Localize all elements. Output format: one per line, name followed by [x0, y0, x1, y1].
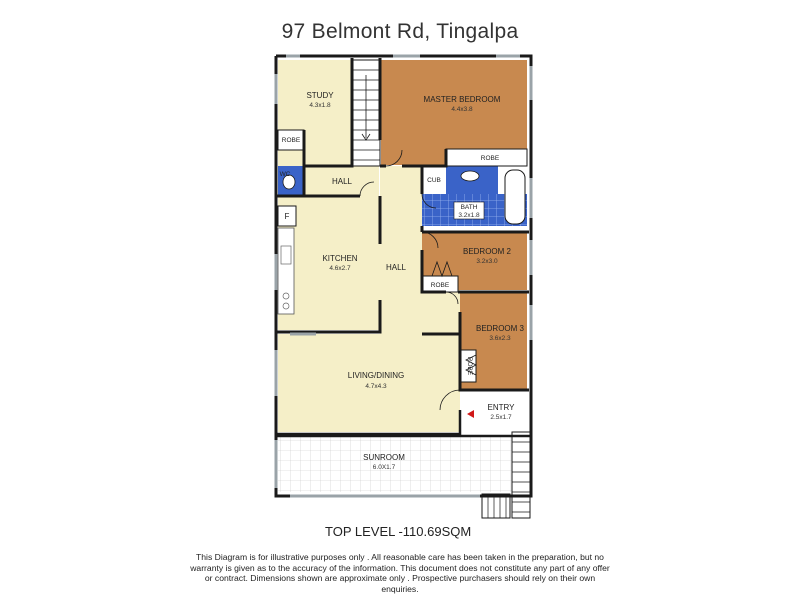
- kitchen-bench: [277, 227, 295, 315]
- living-dining-label: LIVING/DINING: [348, 371, 404, 380]
- entry-arrow-icon: [467, 410, 474, 418]
- robe-doors-bed2: [431, 260, 453, 278]
- bath-label: BATH: [461, 204, 478, 211]
- bedroom2-label: BEDROOM 2: [463, 247, 512, 256]
- built-ins: [277, 59, 531, 519]
- basin: [460, 170, 480, 182]
- bedroom3-size: 3.6x2.3: [489, 335, 511, 342]
- room-fills: [278, 60, 527, 492]
- living-dining-size: 4.7x4.3: [365, 383, 387, 390]
- bedroom2-size: 3.2x3.0: [476, 258, 498, 265]
- hall-link-area: [422, 290, 460, 336]
- bed2-robe-label: ROBE: [431, 282, 450, 289]
- fridge-label: F: [285, 212, 290, 221]
- toilet: [282, 174, 296, 190]
- doors: [359, 149, 461, 411]
- sunroom-label: SUNROOM: [363, 453, 405, 462]
- bathtub: [504, 169, 526, 225]
- windows: [274, 54, 533, 498]
- study-label: STUDY: [306, 91, 334, 100]
- study-robe-label: ROBE: [282, 137, 301, 144]
- master-bedroom-label: MASTER BEDROOM: [424, 95, 501, 104]
- study-size: 4.3x1.8: [309, 102, 331, 109]
- hall-top-label: HALL: [332, 177, 353, 186]
- master-robe-label: ROBE: [481, 155, 500, 162]
- master-bedroom-area: [381, 60, 527, 165]
- master-bedroom-size: 4.4x3.8: [451, 106, 473, 113]
- living-area: [278, 334, 460, 432]
- bed3-robe-label: ROBE: [466, 357, 473, 376]
- disclaimer-text: This Diagram is for illustrative purpose…: [190, 552, 610, 594]
- bath-size: 3.2x1.8: [458, 212, 480, 219]
- robe-doors-bed3: [465, 354, 477, 376]
- stove-burner: [282, 292, 290, 300]
- sunroom-area: [278, 436, 527, 492]
- cub-area: [422, 166, 446, 194]
- bedroom3-label: BEDROOM 3: [476, 324, 525, 333]
- sunroom-size: 6.0X1.7: [373, 464, 396, 471]
- bath-label-box: [453, 201, 485, 220]
- hall-main-area: [380, 166, 422, 336]
- fridge-box: [277, 205, 297, 227]
- address-title: 97 Belmont Rd, Tingalpa: [281, 20, 519, 43]
- hall-top-area: [304, 166, 379, 196]
- kitchen-label: KITCHEN: [322, 254, 357, 263]
- kitchen-sink: [280, 245, 292, 265]
- cub-label: CUB: [427, 177, 441, 184]
- wc-label: WC: [280, 171, 291, 178]
- entry-label: ENTRY: [488, 403, 516, 412]
- level-area-label: TOP LEVEL -110.69SQM: [325, 524, 472, 539]
- hall-main-label: HALL: [386, 263, 407, 272]
- kitchen-size: 4.6x2.7: [329, 265, 351, 272]
- entry-size: 2.5x1.7: [490, 414, 512, 421]
- stove-burner: [282, 302, 290, 310]
- staircase: [351, 59, 381, 167]
